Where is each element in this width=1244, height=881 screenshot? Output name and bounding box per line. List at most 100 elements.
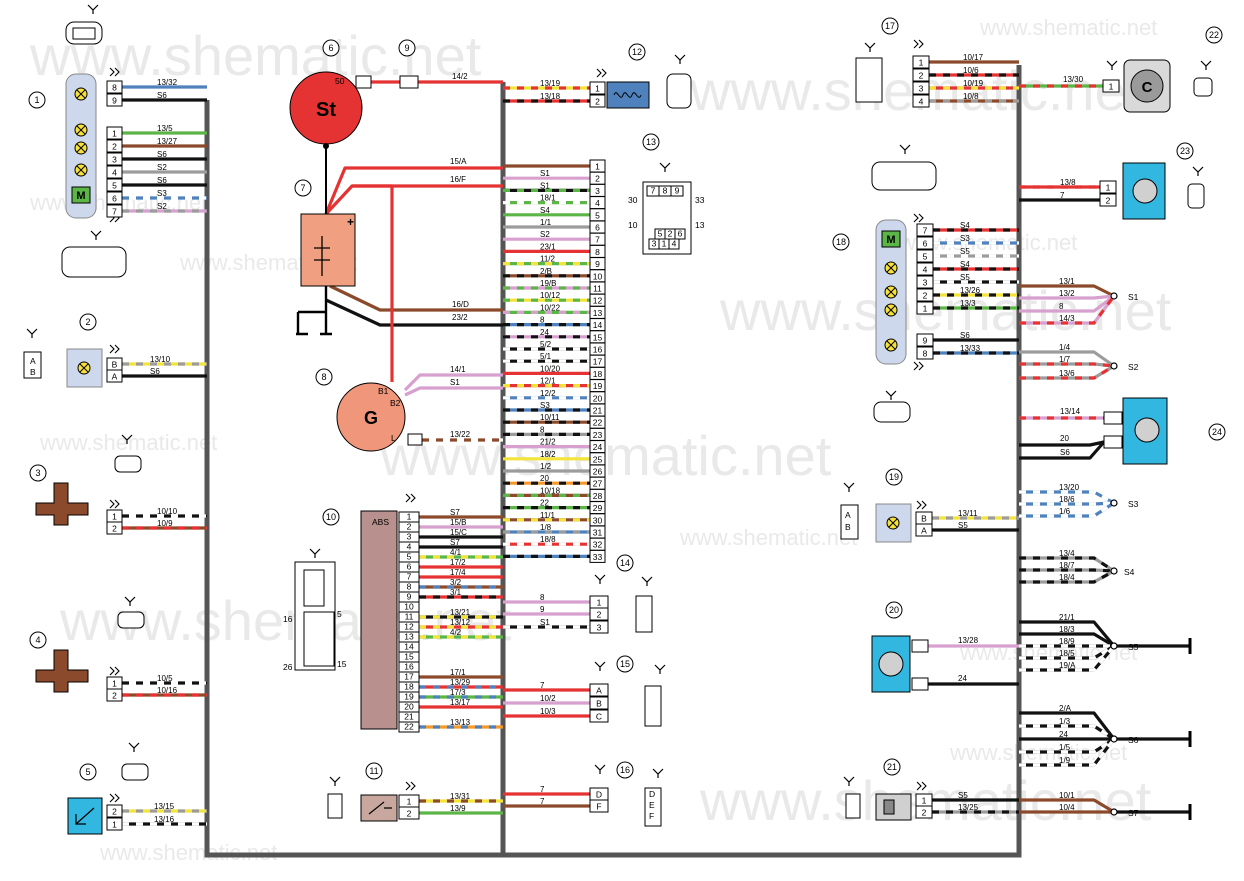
- component-5-pin: 1: [112, 820, 117, 830]
- component-11-switch-icon: [368, 801, 392, 815]
- component-1-pin-box: [106, 191, 123, 205]
- abs-wire-label: 3/1: [450, 588, 462, 597]
- wires-layer: [122, 60, 1190, 826]
- component-13-pin-box: [589, 549, 606, 563]
- component-13-wire-label: 5/1: [540, 352, 552, 361]
- component-13-pin: 3: [595, 186, 600, 196]
- component-13-pin: 9: [595, 259, 600, 269]
- component-18-wire-label: S4: [960, 260, 970, 269]
- component-15-pin-box: [589, 696, 609, 710]
- abs-wire-label: 13/13: [450, 718, 471, 727]
- splice-s4-wire-label: 18/4: [1059, 573, 1075, 582]
- abs-pin: 6: [407, 562, 412, 572]
- battery-wire-16d: [329, 284, 503, 312]
- component-20-terminal: [911, 677, 929, 691]
- component-10-number: 10: [326, 512, 336, 522]
- component-21-connector-mark: [843, 776, 855, 786]
- generator-terminal-l: [407, 433, 423, 446]
- component-23-wire-label: 13/8: [1060, 178, 1076, 187]
- component-13-wire-label: S1: [540, 169, 550, 178]
- component-13-pin: 13: [593, 308, 603, 318]
- battery-wire-232: [325, 298, 503, 327]
- component-1-top-connector-mark: [87, 4, 99, 14]
- component-11-connector: [327, 793, 343, 819]
- component-2-connector-pin: B: [30, 367, 36, 377]
- component-18-pin: 6: [923, 239, 928, 249]
- component-3-connector-mark: [121, 434, 133, 444]
- component-4-body: [35, 649, 89, 693]
- component-5-connector: [121, 763, 149, 781]
- component-1-wire-label: S6: [157, 150, 167, 159]
- component-13-pin: 27: [593, 479, 603, 489]
- abs-wire-label: 4/1: [450, 548, 462, 557]
- component-13-pin: 23: [593, 430, 603, 440]
- generator-pin-label: B2: [390, 398, 401, 408]
- component-13-wire-label: 1/8: [540, 523, 552, 532]
- component-2-chevrons: [109, 344, 120, 354]
- component-18-pin-box: [916, 236, 934, 250]
- component-21-number: 21: [887, 762, 897, 772]
- abs-pin: 19: [404, 692, 414, 702]
- component-13-wire-label: 24: [540, 328, 549, 337]
- component-15-number-circle: [616, 655, 634, 673]
- component-13-wire-label: 22: [540, 499, 549, 508]
- component-1-pin: 8: [112, 83, 117, 93]
- component-5-pin-box: [106, 817, 123, 831]
- splice-s6-dot: [1110, 735, 1118, 743]
- component-4-chevrons: [109, 666, 120, 676]
- component-13-wire-label: 1/2: [540, 462, 552, 471]
- splice-s3-wire-label: 13/20: [1059, 483, 1080, 492]
- component-1-wire-label: S2: [157, 163, 167, 172]
- component-1-number: 1: [34, 95, 39, 105]
- splice-s2-wire-stripe: [1019, 364, 1115, 380]
- component-18-lamp-icon-cross: [886, 287, 896, 297]
- component-14-wire-label: 9: [540, 605, 545, 614]
- component-16-connector-pin: E: [649, 800, 655, 810]
- component-13-pin: 5: [595, 210, 600, 220]
- component-11-wire-label: 13/31: [450, 792, 471, 801]
- component-22-symbol: [1130, 69, 1164, 103]
- splice-s4-dot: [1110, 567, 1118, 575]
- component-13-wire-label: 23/1: [540, 242, 556, 251]
- component-19-pin: B: [921, 514, 927, 524]
- component-11-number: 11: [369, 766, 378, 776]
- component-16-number-circle: [616, 761, 634, 779]
- abs-pin: 3: [407, 532, 412, 542]
- component-12-pin-box: [589, 94, 606, 108]
- component-13-pin: 31: [593, 528, 603, 538]
- component-23-pin-box: [1099, 180, 1117, 194]
- splice-s7-dot: [1110, 808, 1118, 816]
- splice-s2-wire-stripe: [1019, 362, 1115, 368]
- component-24-wire: [1019, 440, 1105, 447]
- watermark-text: www.shematic.net: [679, 525, 857, 550]
- abs-pin: 16: [404, 662, 414, 672]
- component-1-motor-icon: [71, 186, 91, 204]
- component-13-pin: 30: [593, 515, 603, 525]
- abs-pin: 20: [404, 702, 414, 712]
- component-12-chevrons: [596, 68, 607, 78]
- splice-s5-wire: [1019, 632, 1115, 648]
- abs-wire-label: 17/4: [450, 568, 466, 577]
- splice-s1-dot: [1110, 292, 1118, 300]
- generator-pin-label: B1: [378, 386, 389, 396]
- component-18-pin: 7: [923, 226, 928, 236]
- component-18-pin-box: [916, 346, 934, 360]
- component-24-wire-label: S6: [1060, 448, 1070, 457]
- component-9-number: 9: [404, 43, 409, 53]
- splice-s4-wire-stripe: [1019, 569, 1115, 584]
- component-15-pin-box: [589, 709, 609, 723]
- component-14-wire-label: 8: [540, 593, 545, 602]
- component-1-top-connector-face: [72, 27, 96, 40]
- component-22-pin-mark: [1106, 60, 1118, 70]
- component-18-wire-label: S3: [960, 234, 970, 243]
- component-13-connector-pin-box: [668, 238, 680, 250]
- component-11-chevrons: [405, 781, 416, 791]
- component-13-number-circle: [642, 133, 660, 151]
- component-13-pin: 25: [593, 454, 603, 464]
- abs-pin-box: [398, 721, 420, 733]
- component-13-wire-label: 18/2: [540, 450, 556, 459]
- component-16-pin-box: [589, 799, 609, 813]
- component-13-connector-mark-label: 30: [628, 195, 638, 205]
